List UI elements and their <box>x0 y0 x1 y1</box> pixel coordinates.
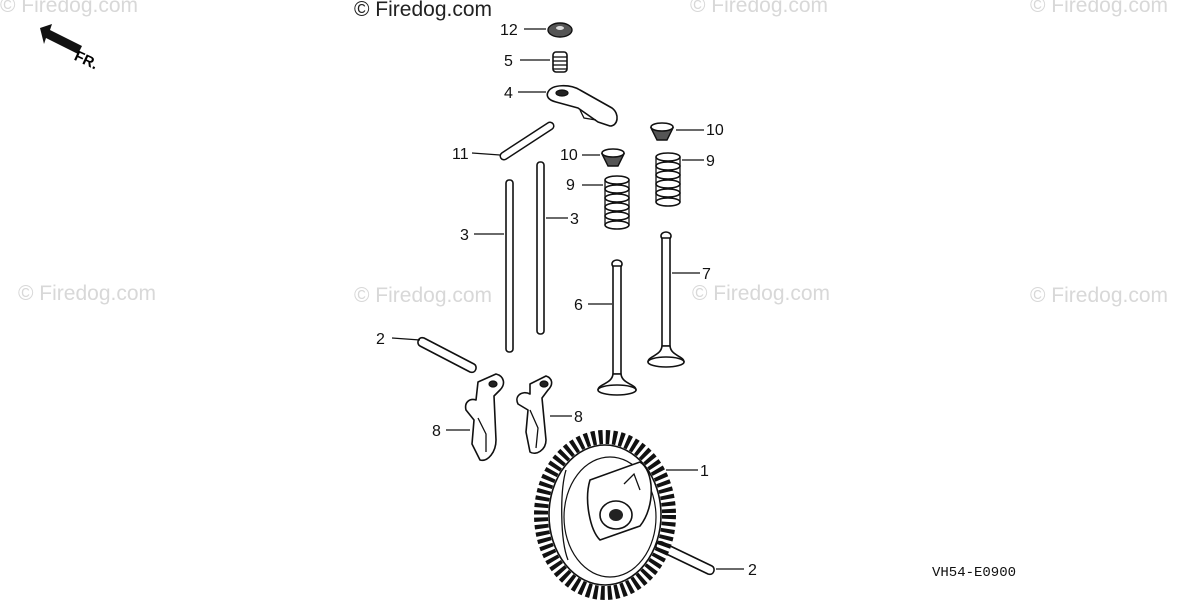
callout-6: 6 <box>574 297 583 314</box>
callout-10-left: 10 <box>560 147 578 164</box>
callout-2-top: 2 <box>376 331 385 348</box>
push-rod-part <box>505 179 514 353</box>
callout-3-right: 3 <box>570 211 579 228</box>
watermark-mid-left: © Firedog.com <box>18 282 156 305</box>
watermark-top-center: © Firedog.com <box>354 0 492 21</box>
watermark-mid-center: © Firedog.com <box>354 284 492 307</box>
callout-8-left: 8 <box>432 423 441 440</box>
watermark-far-right: © Firedog.com <box>1030 284 1168 307</box>
push-rod-part <box>536 161 545 335</box>
camshaft-gear-part <box>534 430 676 600</box>
callout-12: 12 <box>500 22 518 39</box>
front-direction-arrow-icon: FR. <box>40 24 101 73</box>
valve-spring-part <box>604 175 630 230</box>
callout-1: 1 <box>700 463 709 480</box>
callout-5: 5 <box>504 53 513 70</box>
watermark-mid-right: © Firedog.com <box>692 282 830 305</box>
cam-pin-part <box>417 336 477 374</box>
front-direction-label: FR. <box>72 48 101 74</box>
valve-retainer-part <box>649 122 675 141</box>
rocker-arm-part <box>546 84 618 127</box>
cam-follower-part <box>464 373 505 462</box>
callout-7: 7 <box>702 266 711 283</box>
callout-2-bottom: 2 <box>748 562 757 579</box>
cam-follower-part <box>516 375 553 455</box>
callout-11: 11 <box>452 146 469 163</box>
intake-valve-part <box>597 259 637 396</box>
watermark-top-mid-right: © Firedog.com <box>690 0 828 17</box>
valve-spring-part <box>655 152 681 207</box>
callout-10-right: 10 <box>706 122 724 139</box>
callout-9-left: 9 <box>566 177 575 194</box>
callout-8-right: 8 <box>574 409 583 426</box>
exhaust-valve-part <box>647 231 685 368</box>
rocker-shaft-part <box>499 121 555 161</box>
watermark-top-left: © Firedog.com <box>0 0 138 17</box>
diagram-code: VH54-E0900 <box>932 565 1016 581</box>
valve-retainer-part <box>600 148 626 167</box>
callout-9-right: 9 <box>706 153 715 170</box>
nut-part <box>547 22 573 38</box>
watermark-top-right: © Firedog.com <box>1030 0 1168 17</box>
callout-3-left: 3 <box>460 227 469 244</box>
pivot-bolt-part <box>552 51 568 73</box>
callout-4: 4 <box>504 85 513 102</box>
